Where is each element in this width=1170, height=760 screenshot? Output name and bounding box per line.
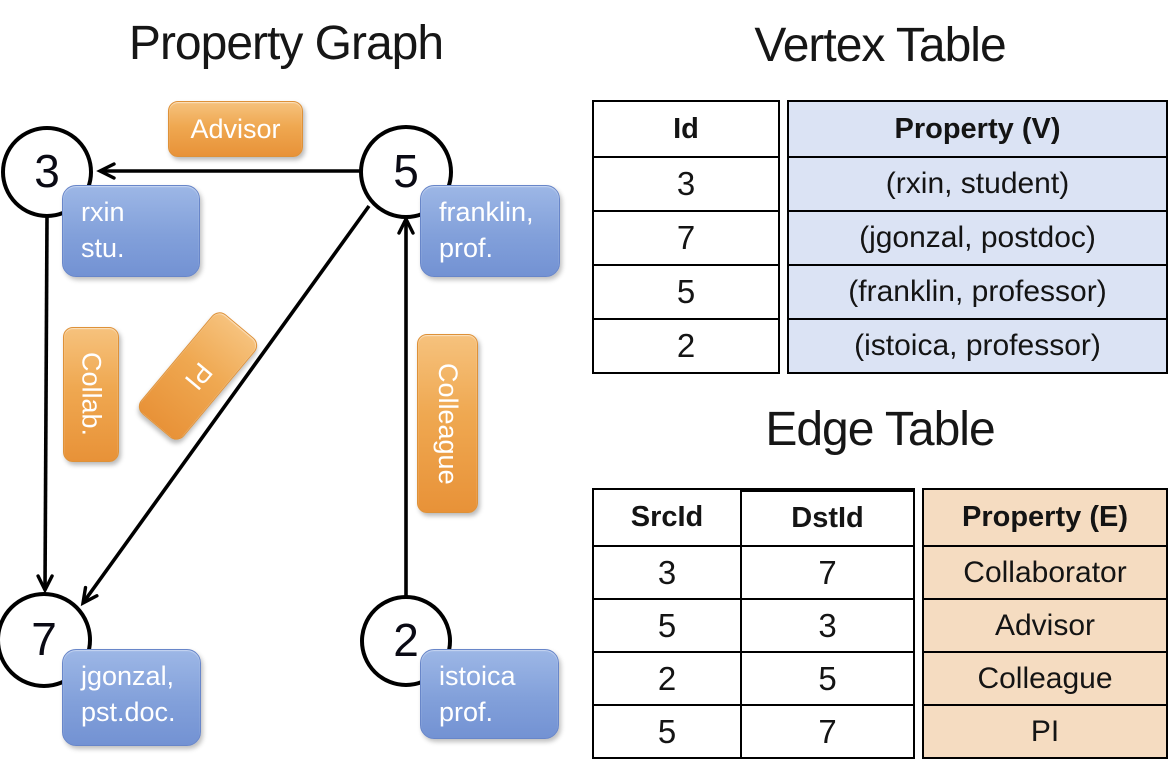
table-cell: 7 bbox=[742, 704, 913, 757]
edge-3-7-line bbox=[36, 216, 54, 594]
edge-table: SrcId DstId 3 7 5 3 2 5 5 7 Property (E)… bbox=[592, 488, 1168, 759]
table-cell: Advisor bbox=[924, 598, 1166, 651]
table-cell: 7 bbox=[594, 210, 778, 264]
table-cell: Collaborator bbox=[924, 545, 1166, 598]
edge-5-7-line bbox=[80, 204, 371, 607]
edge-table-srcid-header: SrcId bbox=[594, 490, 742, 545]
edge-table-dstid-header: DstId bbox=[742, 490, 913, 545]
edge-table-property-header: Property (E) bbox=[924, 490, 1166, 545]
table-cell: 5 bbox=[594, 264, 778, 318]
vertex-id-7: 7 bbox=[31, 612, 57, 665]
table-cell: 7 bbox=[742, 545, 913, 598]
table-cell: (rxin, student) bbox=[789, 156, 1166, 210]
table-cell: 5 bbox=[594, 704, 742, 757]
vertex-prop-3-line1: rxin bbox=[81, 197, 125, 227]
table-cell: Colleague bbox=[924, 651, 1166, 704]
vertex-prop-5: franklin, prof. bbox=[420, 185, 560, 277]
table-column-gap bbox=[915, 488, 922, 759]
vertex-table-property-column: Property (V) (rxin, student) (jgonzal, p… bbox=[787, 100, 1168, 374]
property-graph-canvas bbox=[0, 125, 453, 688]
table-cell: 5 bbox=[742, 651, 913, 704]
table-cell: 3 bbox=[594, 156, 778, 210]
table-column-gap bbox=[780, 100, 787, 374]
table-cell: 3 bbox=[594, 545, 742, 598]
table-cell: 2 bbox=[594, 651, 742, 704]
vertex-table-id-header: Id bbox=[673, 112, 699, 145]
edge-label-advisor: Advisor bbox=[168, 101, 303, 157]
vertex-table-id-column: Id 3 7 5 2 bbox=[592, 100, 780, 374]
vertex-prop-5-line1: franklin, bbox=[439, 197, 534, 227]
vertex-prop-7-line2: pst.doc. bbox=[81, 697, 176, 728]
edge-label-colleague: Colleague bbox=[417, 334, 478, 513]
table-cell: (franklin, professor) bbox=[789, 264, 1166, 318]
vertex-id-5: 5 bbox=[393, 144, 419, 197]
vertex-prop-2: istoica prof. bbox=[420, 649, 559, 739]
vertex-prop-5-line2: prof. bbox=[439, 233, 494, 264]
vertex-prop-7: jgonzal, pst.doc. bbox=[62, 649, 201, 746]
vertex-id-2: 2 bbox=[393, 613, 419, 666]
table-cell: (jgonzal, postdoc) bbox=[789, 210, 1166, 264]
table-cell: 3 bbox=[742, 598, 913, 651]
vertex-prop-2-line1: istoica bbox=[439, 661, 516, 691]
vertex-prop-3-line2: stu. bbox=[81, 233, 125, 264]
edge-table-id-columns: SrcId DstId 3 7 5 3 2 5 5 7 bbox=[592, 488, 915, 759]
edge-label-collab: Collab. bbox=[63, 327, 119, 462]
table-cell: PI bbox=[924, 704, 1166, 757]
vertex-table: Id 3 7 5 2 Property (V) (rxin, student) … bbox=[592, 100, 1168, 374]
vertex-prop-7-line1: jgonzal, bbox=[81, 661, 175, 691]
vertex-table-title: Vertex Table bbox=[754, 19, 1006, 72]
vertex-table-property-header: Property (V) bbox=[789, 102, 1166, 156]
edge-table-title: Edge Table bbox=[765, 403, 995, 456]
table-cell: (istoica, professor) bbox=[789, 318, 1166, 372]
property-graph-title: Property Graph bbox=[128, 17, 444, 70]
edge-table-property-column: Property (E) Collaborator Advisor Collea… bbox=[922, 488, 1168, 759]
vertex-id-3: 3 bbox=[34, 144, 60, 197]
table-cell: 5 bbox=[594, 598, 742, 651]
vertex-prop-3: rxin stu. bbox=[62, 185, 200, 277]
table-cell: 2 bbox=[594, 318, 778, 372]
vertex-prop-2-line2: prof. bbox=[439, 697, 494, 728]
